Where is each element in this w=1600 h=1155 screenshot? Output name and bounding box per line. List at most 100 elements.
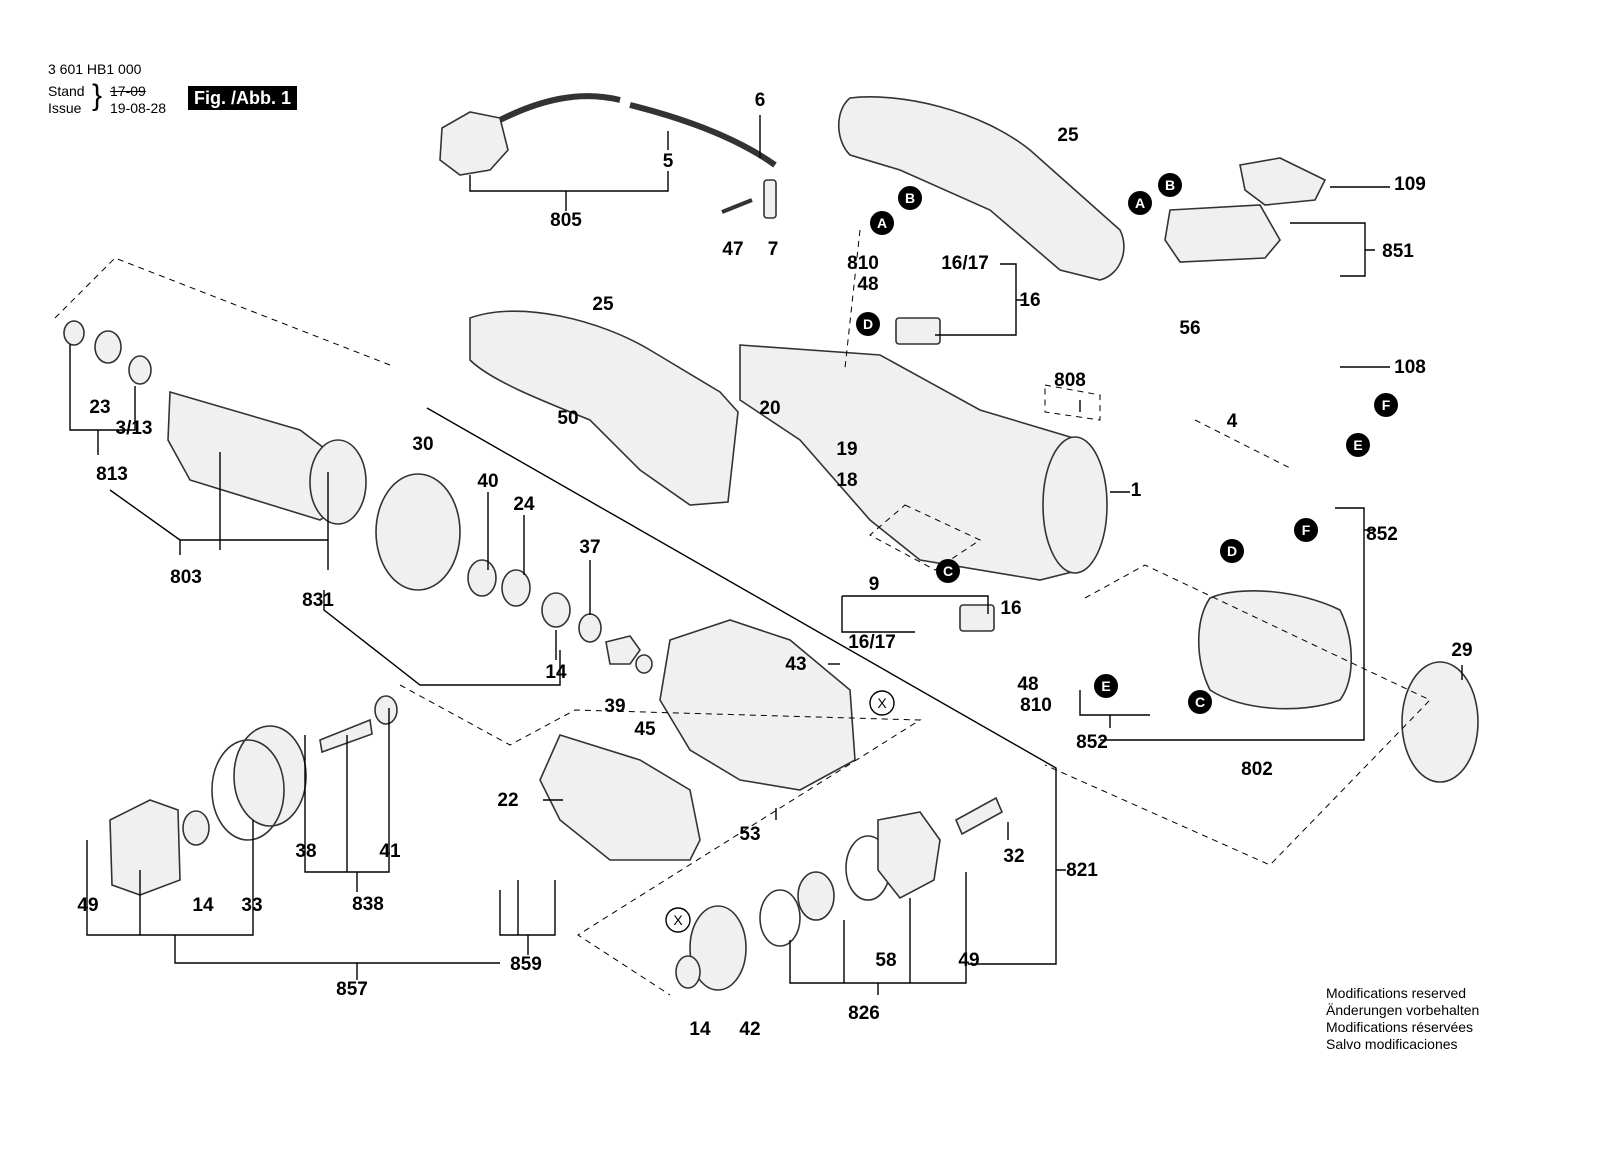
reference-marker: C bbox=[1188, 690, 1212, 714]
callout-label: 25 bbox=[592, 294, 614, 315]
gear-cover bbox=[539, 734, 701, 861]
callout-label: 108 bbox=[1394, 357, 1426, 378]
bracket-826 bbox=[789, 872, 967, 995]
reference-marker: C bbox=[936, 559, 960, 583]
marker-letter: B bbox=[905, 190, 915, 206]
callout-label: 16 bbox=[1000, 598, 1021, 619]
callout-label: 16/17 bbox=[848, 632, 896, 653]
callout-label: 38 bbox=[295, 841, 316, 862]
callout-label: 109 bbox=[1394, 174, 1426, 195]
parts-layer bbox=[63, 93, 1479, 991]
gear-housing bbox=[659, 619, 856, 791]
marker-circle bbox=[1094, 674, 1118, 698]
callout-label: 22 bbox=[497, 790, 518, 811]
circlip bbox=[467, 559, 497, 597]
callout-label: 45 bbox=[634, 719, 656, 740]
marker-letter: C bbox=[943, 563, 953, 579]
bracket-813 bbox=[69, 344, 136, 455]
callout-label: 14 bbox=[545, 662, 567, 683]
marker-letter: F bbox=[1302, 522, 1311, 538]
bracket-838 bbox=[304, 708, 390, 892]
callout-label: 805 bbox=[550, 210, 582, 231]
bearing bbox=[675, 955, 701, 989]
callout-label: 859 bbox=[510, 954, 542, 975]
callout-label: 16/17 bbox=[941, 253, 989, 274]
marker-circle bbox=[1346, 433, 1370, 457]
callout-label: 14 bbox=[689, 1019, 711, 1040]
field-coil bbox=[1198, 590, 1353, 710]
x-marker-letter: X bbox=[673, 912, 683, 928]
callout-label: 56 bbox=[1179, 318, 1200, 339]
marker-circle bbox=[1374, 393, 1398, 417]
cord-clamp bbox=[763, 179, 777, 219]
dash-guide bbox=[869, 504, 982, 571]
callout-label: 20 bbox=[759, 398, 780, 419]
pinion bbox=[605, 635, 641, 665]
reference-marker: A bbox=[1128, 191, 1152, 215]
callout-label: 4 bbox=[1227, 411, 1238, 432]
callout-label: 852 bbox=[1366, 524, 1398, 545]
callout-label: 838 bbox=[352, 894, 384, 915]
bracket-16-lower bbox=[841, 595, 989, 633]
bracket-805 bbox=[469, 171, 669, 211]
callout-label: 43 bbox=[785, 654, 806, 675]
power-cable bbox=[498, 93, 621, 123]
marker-letter: D bbox=[863, 316, 873, 332]
bearing bbox=[128, 355, 152, 385]
dash-guide bbox=[1194, 419, 1291, 469]
callout-label: 1 bbox=[1131, 480, 1142, 501]
marker-circle bbox=[898, 186, 922, 210]
stand-value: 17-09 bbox=[110, 83, 146, 99]
dash-guide bbox=[399, 684, 922, 996]
bracket-857 bbox=[86, 820, 500, 980]
screw-47 bbox=[721, 198, 753, 214]
gear bbox=[233, 725, 307, 827]
marker-letter: B bbox=[1165, 177, 1175, 193]
bearing-sleeve bbox=[94, 330, 122, 364]
issue-value: 19-08-28 bbox=[110, 100, 167, 116]
callout-label: 19 bbox=[836, 439, 857, 460]
callout-label: 47 bbox=[722, 239, 743, 260]
callout-label: 58 bbox=[875, 950, 896, 971]
callout-label: 25 bbox=[1057, 125, 1079, 146]
marker-letter: F bbox=[1382, 397, 1391, 413]
callout-label: 810 bbox=[1020, 695, 1052, 716]
x-marker-circle bbox=[665, 907, 691, 933]
modification-notes: Modifications reserved Änderungen vorbeh… bbox=[1326, 985, 1479, 1053]
reference-marker: B bbox=[898, 186, 922, 210]
armature-fan bbox=[309, 439, 367, 525]
x-marker-circle bbox=[869, 690, 895, 716]
callout-label: 48 bbox=[1017, 674, 1038, 695]
callout-label: 33 bbox=[241, 895, 262, 916]
callout-label: 810 bbox=[847, 253, 879, 274]
marker-circle bbox=[1188, 690, 1212, 714]
reference-marker: B bbox=[1158, 173, 1182, 197]
callout-label: 29 bbox=[1451, 640, 1472, 661]
callout-label: 16 bbox=[1019, 290, 1040, 311]
callout-label: 5 bbox=[663, 151, 674, 172]
callout-label: 851 bbox=[1382, 241, 1414, 262]
callout-label: 803 bbox=[170, 567, 202, 588]
callout-label: 7 bbox=[768, 239, 779, 260]
housing-half-upper bbox=[838, 96, 1125, 281]
bracket-852 bbox=[1100, 507, 1376, 741]
callout-label: 802 bbox=[1241, 759, 1273, 780]
callout-label: 37 bbox=[579, 537, 600, 558]
callout-label: 23 bbox=[89, 397, 110, 418]
part-number: 3 601 HB1 000 bbox=[48, 61, 142, 77]
callout-label: 48 bbox=[857, 274, 878, 295]
bearing-flange bbox=[877, 811, 941, 900]
callout-label: 3/13 bbox=[116, 418, 153, 439]
reference-marker: F bbox=[1294, 518, 1318, 542]
marker-circle bbox=[936, 559, 960, 583]
switch-cover-109 bbox=[1239, 157, 1327, 206]
dash-guide bbox=[1044, 384, 1101, 421]
switch-box bbox=[1164, 204, 1281, 263]
bearing bbox=[63, 320, 85, 346]
x-marker: X bbox=[869, 690, 895, 716]
bracket-821 bbox=[426, 407, 1066, 965]
callout-label: 50 bbox=[557, 408, 578, 429]
